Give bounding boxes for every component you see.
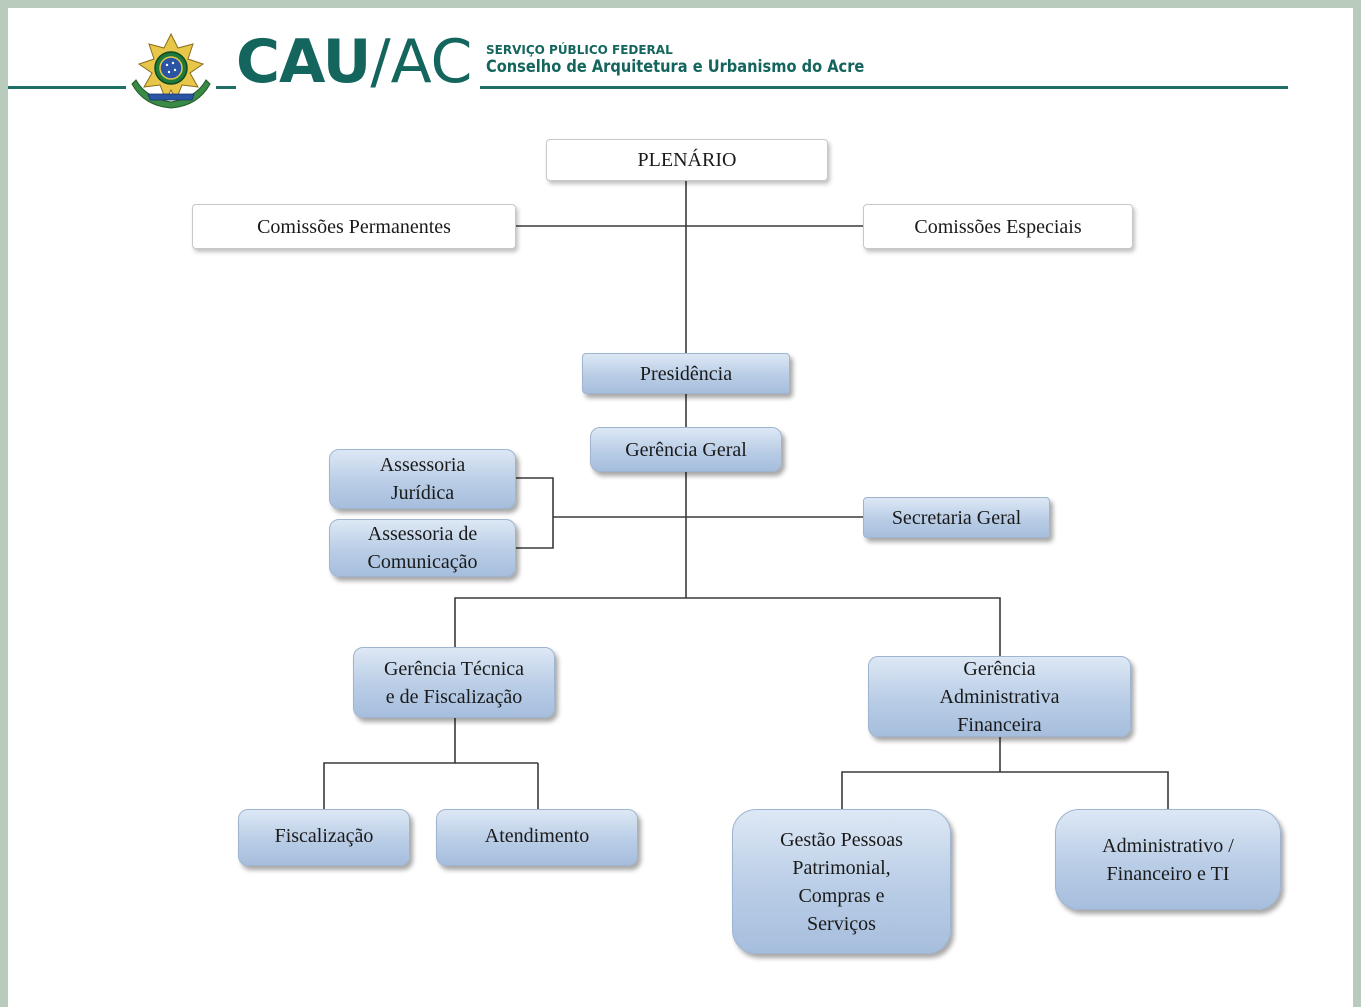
gerencia-geral-box: Gerência Geral xyxy=(590,427,782,472)
connector-gerencia-tecnica-children xyxy=(323,718,456,810)
assessoria-comunicacao-box: Assessoria de Comunicação xyxy=(329,519,516,577)
plenario-box: PLENÁRIO xyxy=(546,139,828,181)
assessoria-juridica-box: Assessoria Jurídica xyxy=(329,449,516,509)
fiscalizacao-box: Fiscalização xyxy=(238,809,410,866)
secretaria-geral-box: Secretaria Geral xyxy=(863,497,1050,538)
cau-ac-logo: CAU/AC xyxy=(236,27,481,97)
gerencia-administrativa-box: Gerência Administrativa Financeira xyxy=(868,656,1131,737)
connector-gerencia-adm-children xyxy=(841,771,1169,810)
header-subtitle: SERVIÇO PÚBLICO FEDERAL Conselho de Arqu… xyxy=(486,43,932,77)
connector-assessoria-bracket xyxy=(516,477,554,549)
connector-gerencias-split xyxy=(454,597,1001,657)
header-divider xyxy=(8,86,1288,89)
logo-state-text: AC xyxy=(390,27,473,97)
header-subtitle-line1: SERVIÇO PÚBLICO FEDERAL xyxy=(486,43,673,57)
administrativo-ti-box: Administrativo / Financeiro e TI xyxy=(1055,809,1281,910)
presidencia-box: Presidência xyxy=(582,353,790,394)
comissoes-permanentes-box: Comissões Permanentes xyxy=(192,204,516,249)
logo-cau-text: CAU xyxy=(236,27,371,97)
brazil-coat-of-arms-icon xyxy=(126,32,216,110)
logo-slash-text: / xyxy=(370,27,391,97)
gerencia-tecnica-box: Gerência Técnica e de Fiscalização xyxy=(353,647,555,718)
gestao-pessoas-box: Gestão Pessoas Patrimonial, Compras e Se… xyxy=(732,809,951,954)
atendimento-box: Atendimento xyxy=(436,809,638,866)
header-subtitle-line2: Conselho de Arquitetura e Urbanismo do A… xyxy=(486,57,865,77)
comissoes-especiais-box: Comissões Especiais xyxy=(863,204,1133,249)
